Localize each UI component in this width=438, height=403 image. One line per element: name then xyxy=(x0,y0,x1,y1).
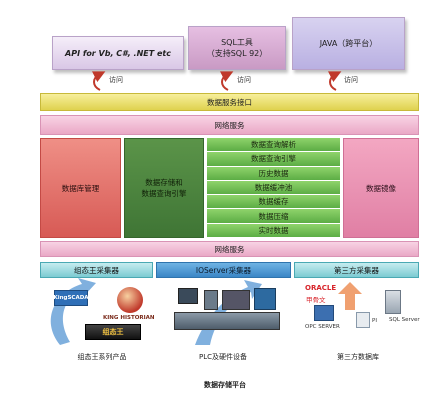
green-row-label: 数据缓冲池 xyxy=(254,183,293,193)
green-row-cache: 数据缓存 xyxy=(207,195,340,210)
api-box-sql: SQL工具 （支持SQL 92） xyxy=(188,26,286,70)
storage-engine-label-2: 数据查询引擎 xyxy=(141,189,187,198)
db-management-label: 数据库管理 xyxy=(61,183,100,193)
plc-module-3 xyxy=(254,288,276,310)
caption-plc: PLC及硬件设备 xyxy=(198,353,247,361)
access-arrow-3 xyxy=(327,71,342,91)
plc-rack xyxy=(174,312,280,330)
opc-server-icon xyxy=(314,305,334,321)
king-historian-icon xyxy=(117,287,143,313)
access-label-1: 访问 xyxy=(109,76,123,84)
api-sql-label-1: SQL工具 xyxy=(221,38,253,47)
kingscada-icon: KingSCADA xyxy=(53,290,89,306)
oracle-cn-text: 甲骨文 xyxy=(306,296,326,304)
green-row-buffer-pool: 数据缓冲池 xyxy=(207,180,340,196)
green-stack: 数据查询解析 数据查询引擎 历史数据 数据缓冲池 数据缓存 数据压缩 实时数据 xyxy=(207,138,340,238)
collector-thirdparty-label: 第三方采集器 xyxy=(334,265,379,275)
data-service-interface-bar: 数据服务接口 xyxy=(40,93,419,111)
api-dotnet-label: API for Vb, C#, .NET etc xyxy=(65,48,171,58)
kingscada-text: KingSCADA xyxy=(53,295,89,301)
access-arrow-2 xyxy=(219,71,234,91)
green-row-label: 数据查询解析 xyxy=(251,140,296,150)
caption-kingview-products: 组态王系列产品 xyxy=(77,353,127,361)
network-service-bottom-bar: 网络服务 xyxy=(40,241,419,257)
kingview-logo-icon: 组态王 xyxy=(85,324,141,340)
access-arrow-1 xyxy=(91,71,106,91)
db-management-block: 数据库管理 xyxy=(40,138,121,238)
data-service-interface-label: 数据服务接口 xyxy=(207,97,252,107)
kingview-logo-text: 组态王 xyxy=(102,328,124,336)
plc-module-1 xyxy=(204,290,218,310)
oracle-logo: ORACLE xyxy=(305,284,339,294)
access-label-3: 访问 xyxy=(344,76,358,84)
db-mirror-block: 数据镜像 xyxy=(343,138,419,238)
plc-hardware-icon xyxy=(172,286,284,332)
green-row-label: 实时数据 xyxy=(258,225,289,235)
oracle-text: ORACLE xyxy=(305,284,337,292)
collector-ioserver-label: IOServer采集器 xyxy=(195,265,252,275)
green-row-label: 数据查询引擎 xyxy=(251,154,296,164)
caption-third-db: 第三方数据库 xyxy=(337,353,379,361)
api-box-java: JAVA（跨平台） xyxy=(292,17,405,70)
network-service-top-bar: 网络服务 xyxy=(40,115,419,135)
diagram-title: 数据存储平台 xyxy=(204,381,246,389)
green-row-query-engine: 数据查询引擎 xyxy=(207,152,340,167)
pi-label: PI xyxy=(372,318,377,324)
green-row-compress: 数据压缩 xyxy=(207,209,340,224)
oracle-cn-logo: 甲骨文 xyxy=(306,294,340,304)
green-row-label: 数据压缩 xyxy=(258,211,289,221)
api-box-dotnet: API for Vb, C#, .NET etc xyxy=(52,36,184,70)
collector-kingview: 组态王采集器 xyxy=(40,262,153,278)
green-row-query-parse: 数据查询解析 xyxy=(207,138,340,153)
db-mirror-label: 数据镜像 xyxy=(366,183,396,193)
collector-ioserver: IOServer采集器 xyxy=(156,262,291,278)
network-service-bottom-label: 网络服务 xyxy=(214,244,245,254)
storage-engine-label-1: 数据存储和 xyxy=(145,178,183,187)
green-row-realtime: 实时数据 xyxy=(207,223,340,238)
api-sql-label-2: （支持SQL 92） xyxy=(206,49,268,58)
network-service-top-label: 网络服务 xyxy=(214,120,245,130)
pi-icon xyxy=(356,312,370,328)
plc-screen xyxy=(178,288,198,304)
plc-module-2 xyxy=(222,290,250,310)
collector-thirdparty: 第三方采集器 xyxy=(294,262,419,278)
king-historian-label: KING HISTORIAN xyxy=(103,315,155,321)
green-row-history: 历史数据 xyxy=(207,166,340,181)
green-row-label: 历史数据 xyxy=(258,168,289,178)
sql-server-label: SQL Server xyxy=(389,317,420,323)
green-row-label: 数据缓存 xyxy=(258,197,289,207)
opc-server-label: OPC SERVER xyxy=(305,324,340,330)
sql-server-icon xyxy=(385,290,401,314)
access-label-2: 访问 xyxy=(237,76,251,84)
api-java-label: JAVA（跨平台） xyxy=(319,39,378,48)
collector-kingview-label: 组态王采集器 xyxy=(74,265,119,275)
upload-arrow-right xyxy=(338,282,362,310)
storage-engine-block: 数据存储和 数据查询引擎 xyxy=(124,138,204,238)
